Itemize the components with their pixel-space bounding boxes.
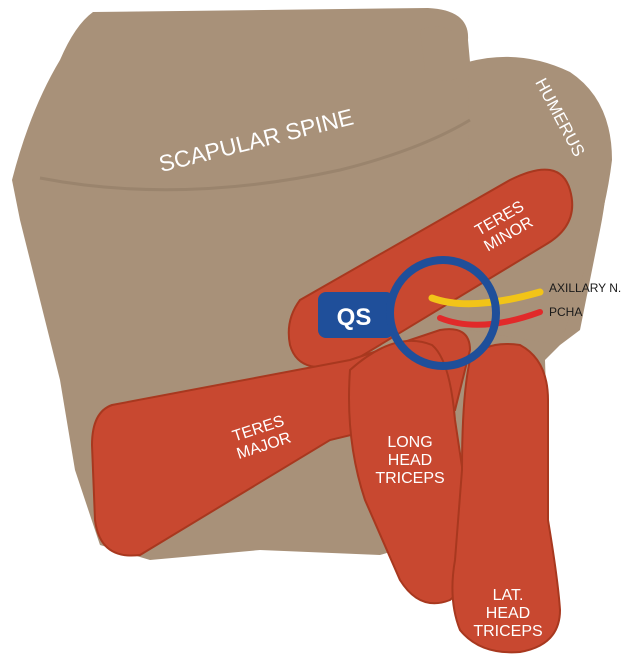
svg-text:HEAD: HEAD bbox=[388, 452, 432, 469]
pcha-label: PCHA bbox=[549, 305, 582, 319]
svg-text:TRICEPS: TRICEPS bbox=[473, 623, 542, 640]
qs-label: QS bbox=[337, 304, 372, 331]
svg-text:TRICEPS: TRICEPS bbox=[375, 470, 444, 487]
axillary-nerve-label: AXILLARY N. bbox=[549, 281, 621, 295]
svg-text:LAT.: LAT. bbox=[493, 587, 524, 604]
svg-text:LONG: LONG bbox=[387, 434, 432, 451]
svg-text:HEAD: HEAD bbox=[486, 605, 530, 622]
